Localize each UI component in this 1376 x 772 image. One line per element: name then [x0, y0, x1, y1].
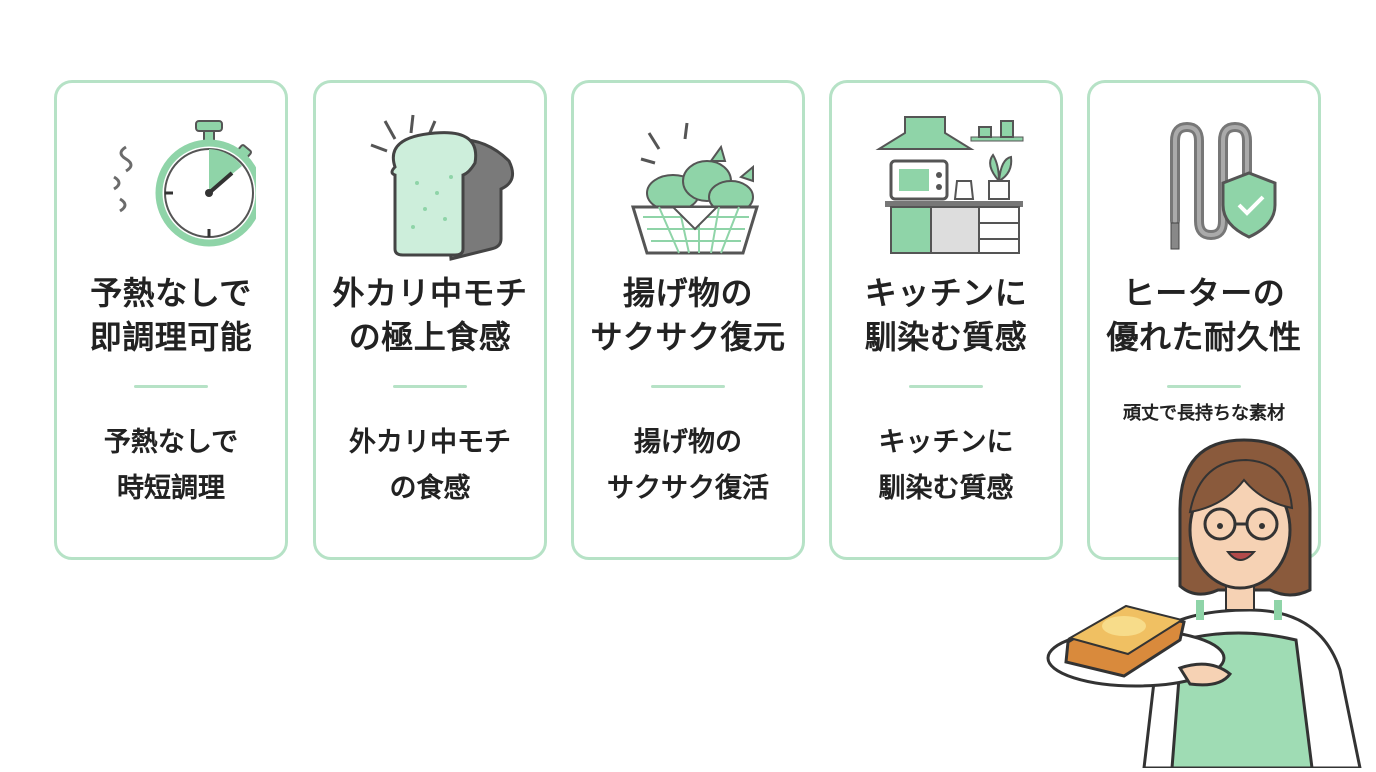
- card-title: ヒーターの優れた耐久性: [1106, 274, 1302, 356]
- divider: [393, 385, 467, 388]
- card-description: 頑丈で長持ちな素材: [1123, 403, 1285, 424]
- feature-card-fried-food: 揚げ物のサクサク復元 揚げ物のサクサク復活: [571, 80, 805, 560]
- kitchen-icon: [832, 111, 1060, 261]
- card-description: 揚げ物のサクサク復活: [607, 427, 769, 504]
- stopwatch-icon: [57, 111, 285, 261]
- fried-food-basket-icon: [574, 111, 802, 261]
- divider: [909, 385, 983, 388]
- card-title: 予熱なしで即調理可能: [89, 274, 253, 356]
- feature-card-kitchen: キッチンに馴染む質感 キッチンに馴染む質感: [829, 80, 1063, 560]
- card-title: 揚げ物のサクサク復元: [590, 274, 786, 356]
- heater-shield-icon: [1090, 111, 1318, 261]
- feature-card-preheat: 予熱なしで即調理可能 予熱なしで時短調理: [54, 80, 288, 560]
- card-description: 外カリ中モチの食感: [349, 427, 511, 504]
- divider: [1167, 385, 1241, 388]
- woman-with-toast-illustration: [1040, 430, 1376, 770]
- card-title: キッチンに馴染む質感: [864, 274, 1028, 356]
- divider: [651, 385, 725, 388]
- card-description: キッチンに馴染む質感: [878, 427, 1014, 504]
- card-title: 外カリ中モチの極上食感: [332, 274, 528, 356]
- divider: [134, 385, 208, 388]
- bread-icon: [316, 111, 544, 261]
- card-description: 予熱なしで時短調理: [103, 427, 239, 504]
- feature-card-texture: 外カリ中モチの極上食感 外カリ中モチの食感: [313, 80, 547, 560]
